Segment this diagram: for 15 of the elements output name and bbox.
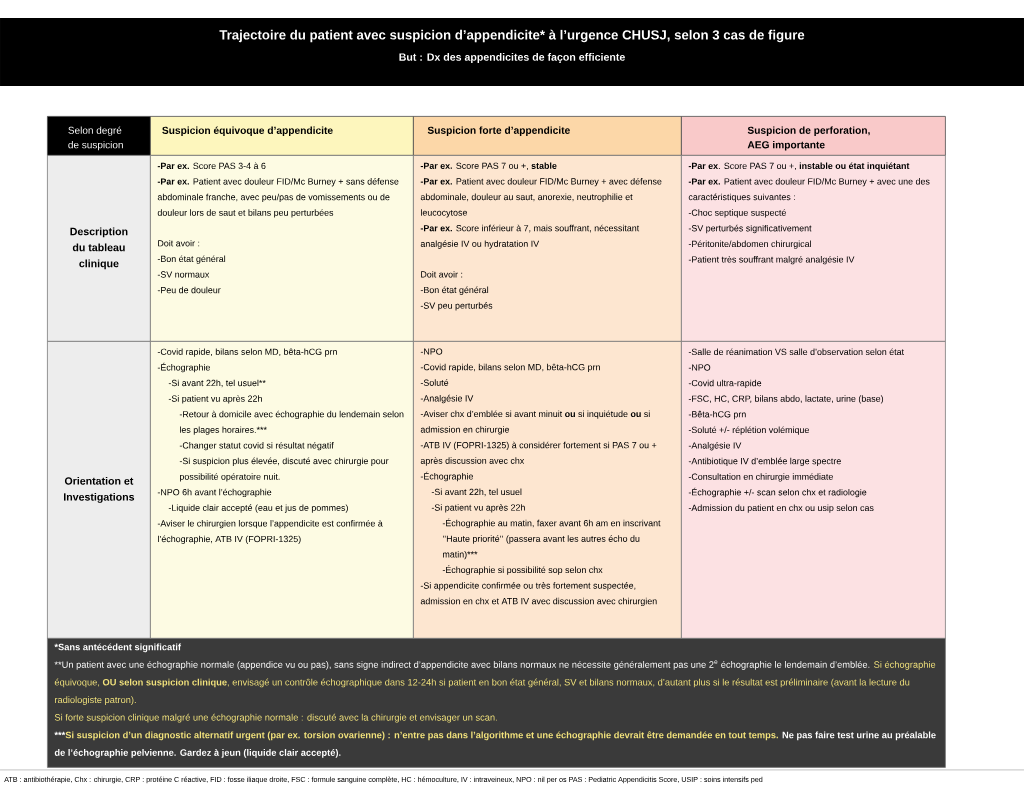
row-header: Orientation et Investigations — [47, 341, 151, 639]
table-cell: -Par ex. Score PAS 3-4 à 6 -Par ex. Patient avec douleur FID/Mc Burney + sans défense abdominale franche, avec peu/pas de vomissements ou de douleur lors de saut et bilans peu perturbées Doit avoir : -Bon état général -SV normaux -Peu de douleur — [150, 155, 414, 342]
row-header: Description du tableau clinique — [47, 155, 151, 342]
column-header: Suspicion forte d’appendicite — [413, 116, 682, 156]
title: Trajectoire du patient avec suspicion d’appendicite* à l’urgence CHUSJ, selon 3 cas de figure — [219, 29, 805, 43]
table-cell: -Covid rapide, bilans selon MD, bêta-hCG prn -Échographie -Si avant 22h, tel usuel** -Si patient vu après 22h -Retour à domicile avec échographie du lendemain selon les plages horaires.*** -Changer statut covid si résultat négatif -Si suspicion plus élevée, discuté avec chirurgie pour possibilité opératoire nuit. -NPO 6h avant l’échographie -Liquide clair accepté (eau et jus de pommes) -Aviser le chirurgien lorsque l’appendicite est confirmée à l’échographie, ATB IV (FOPRI-1325) — [150, 341, 414, 639]
table-cell: -Par ex. Score PAS 7 ou +, stable -Par ex. Patient avec douleur FID/Mc Burney + avec défense abdominale, douleur au saut, anorexie, neutrophilie et leucocytose -Par ex. Score inférieur à 7, mais souffrant, nécessitant analgésie IV ou hydratation IV Doit avoir : -Bon état général -SV peu perturbés — [413, 155, 682, 342]
column-header: Suspicion de perforation, AEG importante — [681, 116, 946, 156]
column-header: Suspicion équivoque d’appendicite — [150, 116, 414, 156]
table-cell: -NPO -Covid rapide, bilans selon MD, bêta-hCG prn -Soluté -Analgésie IV -Aviser chx d’emblée si avant minuit ou si inquiétude ou si admission en chirurgie -ATB IV (FOPRI-1325) à considérer fortement si PAS 7 ou + après discussion avec chx -Échographie -Si avant 22h, tel usuel -Si patient vu après 22h -Échographie au matin, faxer avant 6h am en inscrivant ’’Haute priorité’’ (passera avant les autres écho du matin)*** -Échographie si possibilité sop selon chx -Si appendicite confirmée ou très fortement suspectée, admission en chx et ATB IV avec discussion avec chirurgien — [413, 341, 682, 639]
table-cell: -Par ex. Score PAS 7 ou +, instable ou état inquiétant -Par ex. Patient avec douleur FID/Mc Burney + avec une des caractéristiques suivantes : -Choc septique suspecté -SV perturbés significativement -Péritonite/abdomen chirurgical -Patient très souffrant malgré analgésie IV — [681, 155, 946, 342]
notes-box: *Sans antécédent significatif **Un patient avec une échographie normale (appendice vu ou pas), sans signe indirect d’appendicite avec bilans normaux ne nécessite généralement pas une 2$^{e}$ échographie le lendemain d’emblée. Si échographie équivoque, OU selon suspicion clinique, envisagé un contrôle échographique dans 12-24h si patient en bon état général, SV et bilans normaux, d’autant plus si le résultat est préliminaire (avant la lecture du radiologiste patron). Si forte suspicion clinique malgré une échographie normale : discuté avec la chirurgie et envisager un scan. ***Si suspicion d’un diagnostic alternatif urgent (par ex. torsion ovarienne) : n’entre pas dans l’algorithme et une échographie devrait être demandée en tout temps. Ne pas faire test urine au préalable de l’échographie pelvienne. Gardez à jeun (liquide clair accepté). — [47, 638, 946, 768]
table-cell: -Salle de réanimation VS salle d’observation selon état -NPO -Covid ultra-rapide -FSC, HC, CRP, bilans abdo, lactate, urine (base) -Bêta-hCG prn -Soluté +/- réplétion volémique -Analgésie IV -Antibiotique IV d’emblée large spectre -Consultation en chirurgie immédiate -Échographie +/- scan selon chx et radiologie -Admission du patient en chx ou usip selon cas — [681, 341, 946, 639]
column-header: Selon degré de suspicion — [47, 116, 151, 156]
subtitle: But : Dx des appendicites de façon efficiente — [399, 53, 625, 63]
